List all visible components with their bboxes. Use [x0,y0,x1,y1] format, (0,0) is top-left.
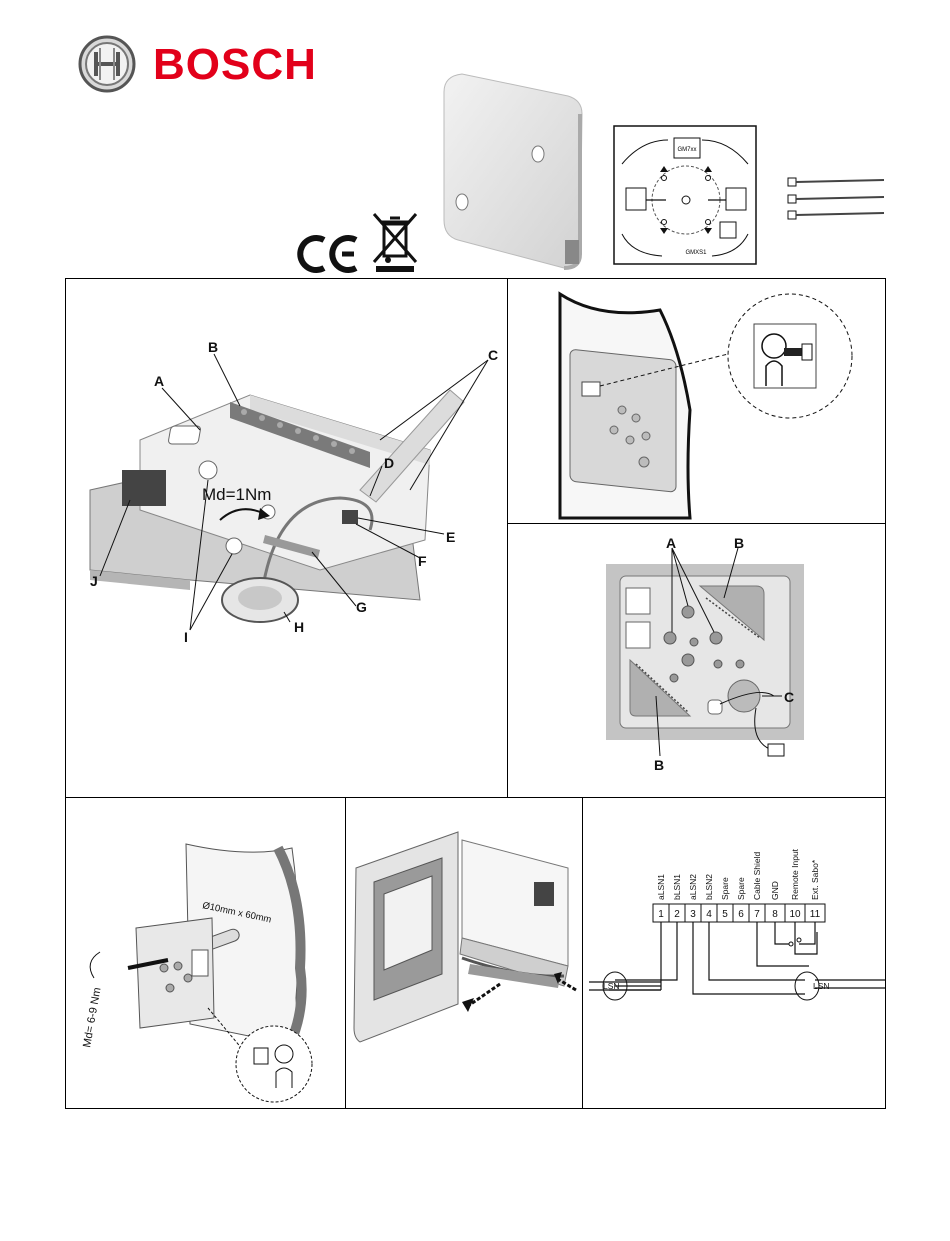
terminal-7-label: Cable Shield [752,852,762,900]
module-torque-text: Md=1Nm [202,485,271,504]
cable-label-lsn-right: LSN [813,981,830,991]
drill-torque-text: Md= 6-9 Nm [81,987,103,1049]
terminal-1-number: 1 [658,909,664,920]
wall-mounting-diagram [540,290,860,520]
plate-label-b-bottom: B [654,757,664,773]
terminal-11-number: 11 [810,909,821,920]
module-label-e: E [446,529,455,545]
module-exploded-diagram: A B C D E F G H I J Md=1Nm [80,330,500,660]
cable-label-lsn-left: LSN [603,981,620,991]
module-label-d: D [384,455,394,471]
terminal-3-label: aLSN2 [688,874,698,900]
device-housing-image [440,70,590,275]
terminal-1-label: aLSN1 [656,874,666,900]
terminal-2-label: bLSN1 [672,874,682,900]
template-label-gm7xx: GM7xx [677,147,696,153]
terminal-4-label: bLSN2 [704,874,714,900]
bosch-armature-logo-icon [77,34,137,94]
housing-assembly-diagram [350,828,580,1098]
terminal-11-label: Ext. Sabo* [810,859,820,900]
module-label-c: C [488,347,498,363]
module-label-a: A [154,373,164,389]
template-label-gmxs1: GMXS1 [685,250,707,256]
module-label-i: I [184,629,188,645]
terminal-6-number: 6 [738,909,744,920]
terminal-8-label: GND [770,881,780,900]
module-label-f: F [418,553,427,569]
drilling-template-diagram: GM7xx GMXS1 [612,124,758,266]
terminal-4-number: 4 [706,909,712,920]
brand-logo-text: BOSCH [153,40,317,90]
plate-label-a: A [666,536,676,551]
terminal-5-label: Spare [720,877,730,900]
terminal-8-number: 8 [772,909,778,920]
terminal-6-label: Spare [736,877,746,900]
drilling-diagram: Ø10mm x 60mm Md= 6-9 Nm [78,838,340,1104]
terminal-3-number: 3 [690,909,696,920]
module-label-g: G [356,599,367,615]
module-label-h: H [294,619,304,635]
terminal-7-number: 7 [754,909,760,920]
weee-crossed-bin-icon [370,210,420,276]
terminal-10-label: Remote Input [790,848,800,900]
cable-ties-image [786,176,886,222]
wiring-diagram: 1 2 3 4 5 6 7 8 10 11 aLSN1 bLSN1 aLSN2 … [585,830,885,1030]
module-label-j: J [90,573,98,589]
terminal-5-number: 5 [722,909,728,920]
terminal-2-number: 2 [674,909,680,920]
mounting-plate-diagram: A B C B [600,536,810,776]
plate-label-c: C [784,689,794,705]
terminal-10-number: 10 [789,909,801,920]
plate-label-b-top: B [734,536,744,551]
ce-mark-icon [296,234,360,274]
module-label-b: B [208,339,218,355]
